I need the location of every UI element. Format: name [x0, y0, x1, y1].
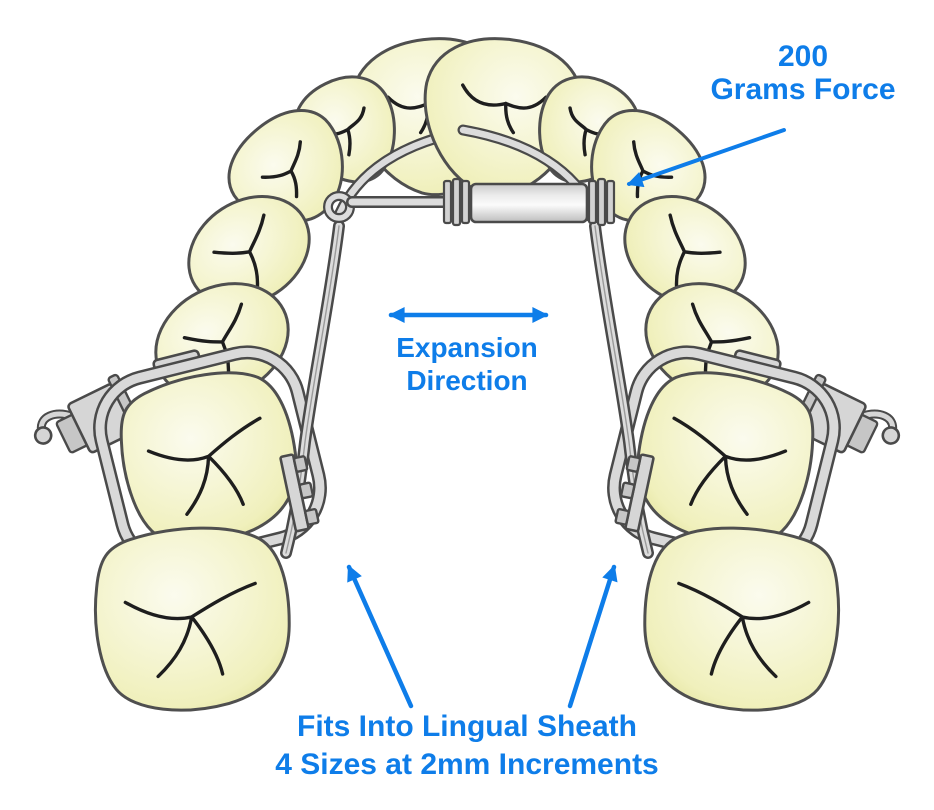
- fissure: [125, 583, 264, 683]
- hook-ball: [881, 426, 901, 445]
- force-arrow: [626, 128, 786, 188]
- lingual-sheath-label: Fits Into Lingual Sheath 4 Sizes at 2mm …: [227, 708, 707, 784]
- sheath-arrow-right: [567, 564, 618, 709]
- tooth-first-molar-left: [107, 357, 313, 559]
- sheath-arrow-left: [346, 564, 414, 709]
- fissure: [147, 418, 279, 523]
- expansion-direction-label: Expansion Direction: [352, 331, 582, 397]
- fissure: [458, 85, 546, 136]
- sheath-label-line1: Fits Into Lingual Sheath: [297, 710, 637, 743]
- tooth-second-molar-right: [636, 519, 848, 719]
- lingual-sheath-left: [279, 453, 320, 533]
- tooth-second-molar-left: [87, 519, 299, 719]
- lingual-sheath-right: [614, 453, 655, 533]
- arch-left-half: [33, 30, 520, 719]
- force-label-line1: 200: [777, 40, 829, 73]
- screw-cap-left: [442, 179, 453, 225]
- screw-cap-right: [587, 179, 598, 225]
- force-label: 200 Grams Force: [690, 40, 916, 106]
- hook-ball: [33, 426, 53, 445]
- fissure: [261, 142, 326, 205]
- tooth-first-premolar-right: [604, 174, 766, 328]
- expansion-label-line2: Direction: [406, 365, 528, 396]
- fissure: [670, 583, 809, 683]
- fissure: [655, 418, 787, 523]
- expansion-label-line1: Expansion: [396, 332, 538, 363]
- expansion-screw: [346, 177, 616, 227]
- fissure: [640, 215, 722, 296]
- fissure: [212, 215, 294, 296]
- tooth-first-premolar-left: [168, 174, 330, 328]
- screw-cylinder: [469, 182, 589, 224]
- tooth-first-molar-right: [621, 357, 827, 559]
- force-label-line2: Grams Force: [710, 73, 896, 106]
- annotation-arrows: [346, 128, 786, 709]
- sheath-label-line2: 4 Sizes at 2mm Increments: [275, 748, 659, 781]
